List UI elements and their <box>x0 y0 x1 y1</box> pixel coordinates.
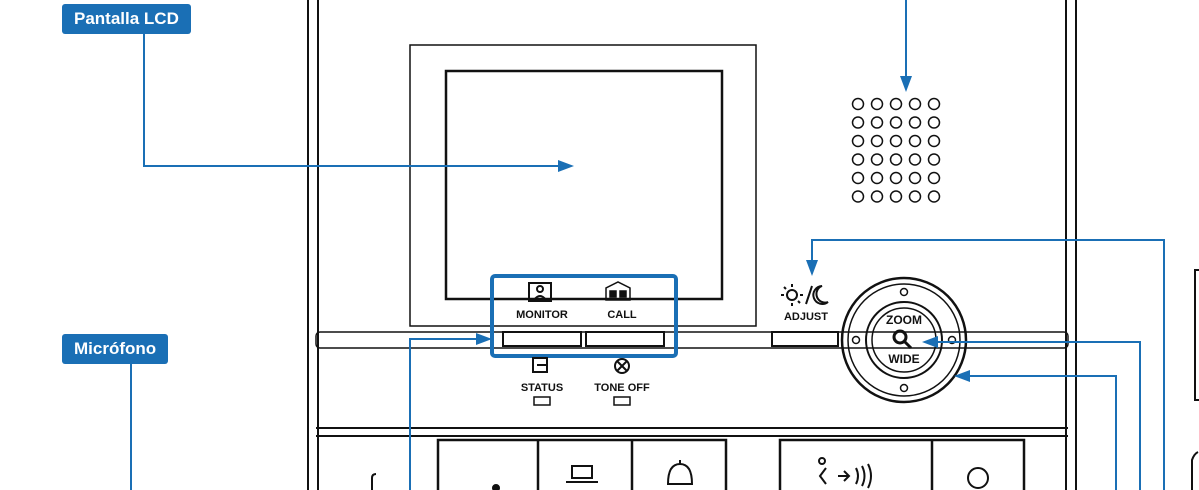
speaker-hole <box>851 171 865 185</box>
speaker-hole <box>908 153 922 166</box>
talk-icon <box>818 457 872 489</box>
speaker-hole <box>870 153 884 166</box>
speaker-hole <box>889 134 903 148</box>
speaker-hole <box>851 134 865 148</box>
speaker-hole <box>851 97 865 111</box>
speaker-hole <box>927 134 941 148</box>
speaker-hole <box>889 190 903 203</box>
device-body <box>307 0 1077 490</box>
arrow-monitor-call <box>476 333 492 345</box>
monitor-icon <box>528 282 552 302</box>
highlight-monitor-call <box>490 274 678 358</box>
status-label: STATUS <box>521 382 563 394</box>
magnifier-icon <box>892 329 913 350</box>
speaker-hole <box>851 153 865 166</box>
arrow-speaker <box>900 76 912 92</box>
arrow-wide <box>954 370 970 382</box>
leader-zoom <box>936 341 1141 490</box>
speaker-hole <box>927 116 941 129</box>
call-label: CALL <box>607 309 637 321</box>
arrow-zoom <box>922 336 938 348</box>
speaker-hole <box>889 116 903 129</box>
speaker-hole <box>851 116 865 129</box>
speaker-hole <box>870 97 884 111</box>
leader-adjust <box>811 239 1165 490</box>
speaker-hole <box>927 153 941 166</box>
speaker-hole <box>870 116 884 129</box>
speaker-hole <box>889 97 903 111</box>
arrow-adjust <box>806 260 818 276</box>
right-edge-partials <box>1191 269 1199 490</box>
bottom-buttons <box>436 438 1026 490</box>
tone-off-led <box>613 396 631 406</box>
light-icon <box>967 467 989 489</box>
arrow-lcd <box>558 160 574 172</box>
speaker-hole <box>870 134 884 148</box>
speaker-hole <box>927 97 941 111</box>
speaker-hole <box>908 171 922 185</box>
tone-off-label: TONE OFF <box>594 382 650 394</box>
leader-monitor-call <box>409 338 478 490</box>
adjust-label: ADJUST <box>784 311 828 323</box>
bottom-left-icon <box>371 473 500 490</box>
speaker-hole <box>870 171 884 185</box>
speaker-hole <box>927 190 941 203</box>
adjust-button <box>771 331 839 347</box>
leader-wide <box>968 375 1117 490</box>
callout-lcd: Pantalla LCD <box>62 4 191 34</box>
bell-icon <box>666 460 694 485</box>
speaker-hole <box>889 171 903 185</box>
leader-lines <box>130 0 1165 490</box>
lcd-screen <box>409 44 757 327</box>
speaker-hole <box>870 190 884 203</box>
call-button <box>585 331 665 347</box>
speaker-hole <box>908 190 922 203</box>
leader-lcd <box>143 34 560 167</box>
callout-microphone: Micrófono <box>62 334 169 364</box>
speaker-hole <box>908 134 922 148</box>
speaker-grille <box>851 97 941 203</box>
monitor-button <box>502 331 582 347</box>
speaker-hole <box>908 97 922 111</box>
wide-label: WIDE <box>888 352 919 366</box>
brightness-icon <box>781 284 829 306</box>
speaker-hole <box>851 190 865 203</box>
speaker-hole <box>927 171 941 185</box>
tone-off-icon <box>614 358 630 374</box>
status-icon <box>532 357 548 373</box>
call-icon <box>605 281 631 301</box>
zoom-label: ZOOM <box>886 313 922 327</box>
status-led <box>533 396 551 406</box>
door-release-icon <box>566 465 598 483</box>
speaker-hole <box>908 116 922 129</box>
speaker-hole <box>889 153 903 166</box>
monitor-label: MONITOR <box>516 309 568 321</box>
